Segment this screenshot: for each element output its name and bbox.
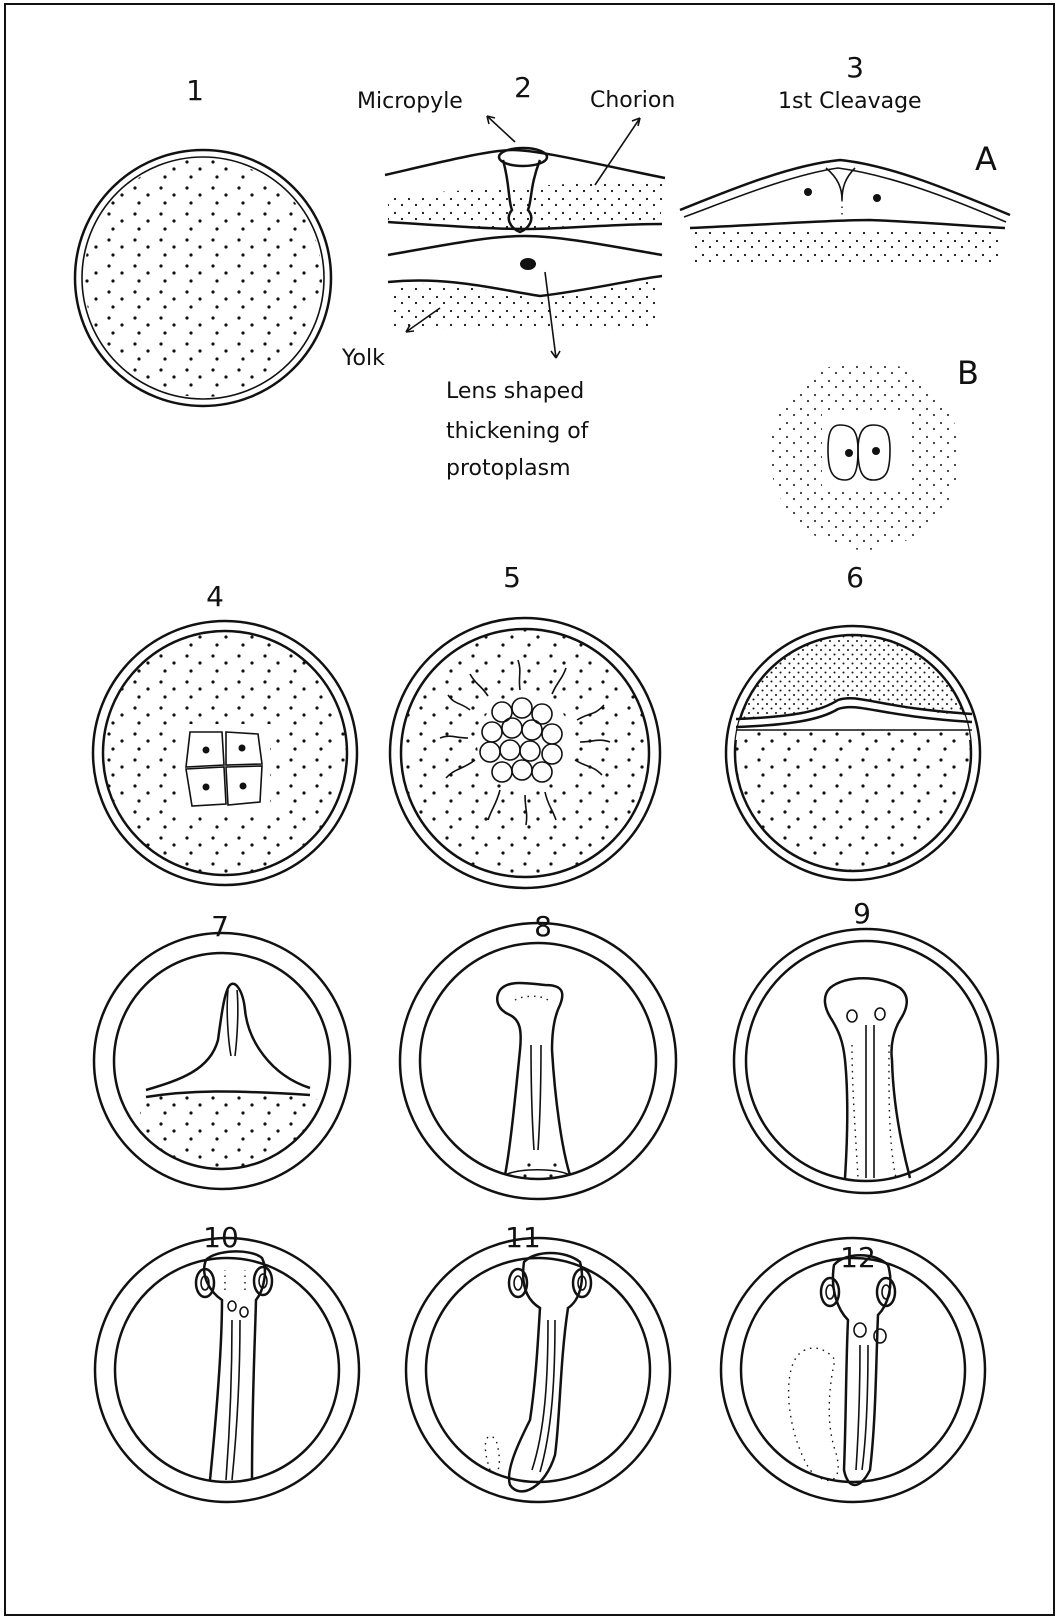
figure-number-6: 6 — [846, 561, 864, 594]
figure-number-8: 8 — [534, 910, 552, 943]
figure-11-embryo — [406, 1238, 670, 1502]
figure-5-morula-stage — [390, 618, 660, 888]
figure-4-four-cell-stage — [93, 621, 357, 885]
label-lens-line-1: Lens shaped — [446, 379, 584, 404]
figure-12-embryo — [721, 1238, 985, 1502]
label-panel-a: A — [975, 140, 997, 178]
figure-number-4: 4 — [206, 580, 224, 613]
label-lens-line-3: protoplasm — [446, 456, 571, 481]
figure-number-7: 7 — [211, 910, 229, 943]
label-chorion: Chorion — [590, 88, 675, 113]
figure-number-2: 2 — [514, 71, 532, 104]
figure-number-11: 11 — [505, 1221, 541, 1254]
figure-number-1: 1 — [186, 74, 204, 107]
figure-8-early-embryo — [400, 923, 676, 1209]
figure-number-9: 9 — [853, 897, 871, 930]
figure-1-egg — [75, 150, 331, 406]
label-lens-line-2: thickening of — [446, 419, 590, 444]
figure-3b-two-cell-stage — [770, 360, 960, 550]
figure-10-embryo — [95, 1238, 359, 1502]
figure-number-10: 10 — [203, 1221, 239, 1254]
label-micropyle: Micropyle — [357, 89, 463, 114]
label-panel-b: B — [957, 354, 979, 392]
label-yolk: Yolk — [341, 346, 385, 371]
figure-number-12: 12 — [840, 1241, 876, 1274]
figure-7-embryonic-shield — [94, 933, 350, 1189]
figure-2-micropyle-section — [385, 116, 665, 358]
figure-6-blastoderm-stage — [726, 626, 980, 882]
figure-number-5: 5 — [503, 561, 521, 594]
figure-number-3: 3 — [846, 51, 864, 84]
figure-9-optic-vesicle-stage — [734, 929, 998, 1193]
figure-3a-first-cleavage — [680, 160, 1010, 262]
label-first-cleavage: 1st Cleavage — [778, 89, 922, 114]
